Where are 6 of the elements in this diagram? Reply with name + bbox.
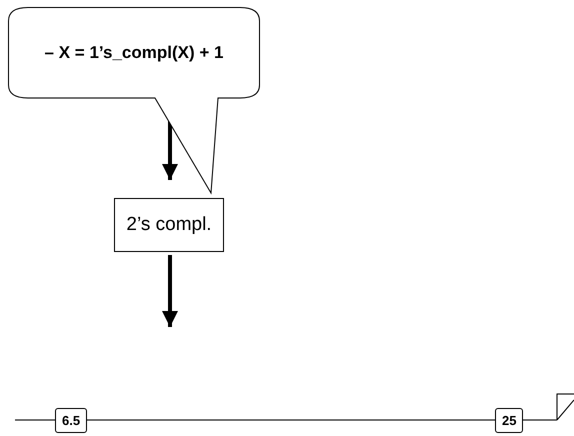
formula-text: – X = 1’s_compl(X) + 1 <box>44 42 224 64</box>
page-number: 25 <box>495 408 524 433</box>
speech-callout <box>8 7 260 195</box>
page-number: 6.5 <box>55 408 88 433</box>
process-box: 2’s compl. <box>114 198 224 252</box>
arrow <box>162 255 178 327</box>
